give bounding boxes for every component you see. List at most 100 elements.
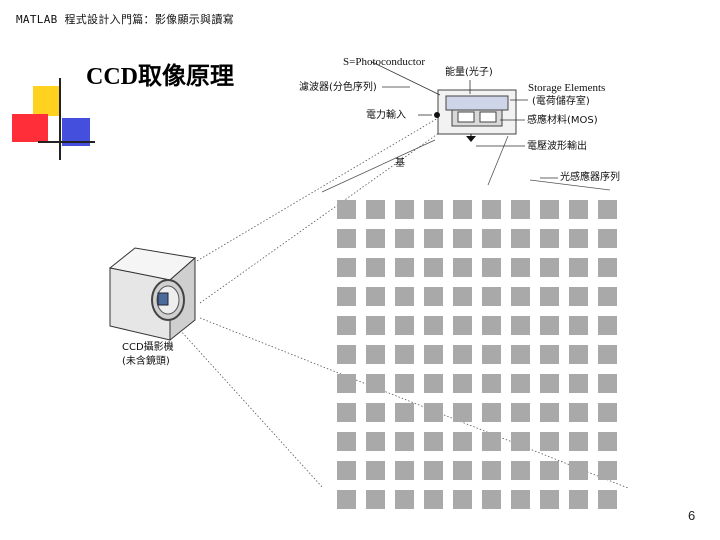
sensor-cell (337, 200, 356, 219)
sensor-cell (569, 229, 588, 248)
sensor-cell (424, 229, 443, 248)
camera-sensor (157, 292, 169, 306)
sensor-cell (337, 490, 356, 509)
sensor-cell (395, 461, 414, 480)
leader-lines (371, 61, 558, 179)
sensor-cell (337, 403, 356, 422)
sensor-cell (569, 461, 588, 480)
sensor-cell (395, 287, 414, 306)
sensor-cell (395, 316, 414, 335)
page-number: 6 (688, 508, 696, 523)
sensor-cell (453, 490, 472, 509)
sensor-cell (424, 258, 443, 277)
accent-yellow-block (33, 86, 61, 116)
sensor-cell (569, 258, 588, 277)
sensor-cell (453, 287, 472, 306)
sensor-cell (569, 432, 588, 451)
sensor-cell (366, 432, 385, 451)
sensor-cell (569, 287, 588, 306)
sensor-cell (453, 403, 472, 422)
sensor-cell (540, 229, 559, 248)
sensor-cell (598, 461, 617, 480)
sensor-cell (482, 200, 501, 219)
sensor-cell (511, 490, 530, 509)
sensor-cell (482, 345, 501, 364)
sensor-cell (540, 374, 559, 393)
sensor-cell (337, 316, 356, 335)
sensor-cell (540, 432, 559, 451)
sensor-cell (569, 200, 588, 219)
sensor-cell (482, 316, 501, 335)
sensor-cell (511, 403, 530, 422)
sensor-cell (424, 374, 443, 393)
sensor-cell (337, 374, 356, 393)
sensor-cell (598, 374, 617, 393)
sensor-cell (453, 461, 472, 480)
sensor-cell (453, 229, 472, 248)
sensor-cell (598, 200, 617, 219)
sensor-array-label: 光感應器序列 (560, 172, 620, 183)
sensor-cell (337, 229, 356, 248)
sensor-cell (482, 374, 501, 393)
sensor-cell (453, 258, 472, 277)
sensor-grid (337, 200, 617, 509)
sensor-cell (598, 229, 617, 248)
ccd-sensor-cell (437, 89, 517, 135)
sensor-cell (511, 432, 530, 451)
sensor-cell (598, 432, 617, 451)
sensor-cell (511, 258, 530, 277)
sensor-cell (540, 345, 559, 364)
sensor-cell (366, 229, 385, 248)
voltage-output-terminal (466, 136, 476, 142)
sensor-cell (540, 287, 559, 306)
slide-title: CCD取像原理 (86, 64, 234, 90)
sensor-cell (453, 316, 472, 335)
sensor-cell (511, 374, 530, 393)
sensor-cell (511, 287, 530, 306)
sensor-cell (598, 345, 617, 364)
sensor-cell (540, 316, 559, 335)
sensor-cell (569, 345, 588, 364)
sensor-cell (337, 258, 356, 277)
mos-label: 感應材料(MOS) (527, 115, 598, 126)
sensor-cell (569, 316, 588, 335)
sensor-cell (453, 374, 472, 393)
sensor-cell (395, 229, 414, 248)
sensor-cell (482, 287, 501, 306)
sensor-cell (366, 374, 385, 393)
sensor-cell (511, 316, 530, 335)
storage-elements-label: Storage Elements (528, 82, 606, 94)
sensor-cell (337, 432, 356, 451)
sensor-cell (511, 345, 530, 364)
sensor-cell (395, 490, 414, 509)
power-input-label: 電力輸入 (366, 110, 406, 121)
camera-sub-label: (未含鏡頭) (122, 356, 170, 367)
sensor-cell (540, 258, 559, 277)
sensor-cell (482, 258, 501, 277)
sensor-cell (598, 258, 617, 277)
sensor-cell (395, 258, 414, 277)
sensor-cell (424, 345, 443, 364)
sensor-cell (569, 403, 588, 422)
photoconductor-label: S=Photoconductor (343, 56, 425, 68)
sensor-cell (366, 287, 385, 306)
sensor-cell (337, 287, 356, 306)
power-input-dot (434, 112, 440, 118)
sensor-cell (598, 287, 617, 306)
sensor-cell (540, 490, 559, 509)
accent-red-block (12, 114, 48, 142)
sensor-cell (395, 345, 414, 364)
sensor-cell (366, 403, 385, 422)
sensor-cell (424, 490, 443, 509)
sensor-cell (453, 345, 472, 364)
sensor-cell (366, 345, 385, 364)
header-title: MATLAB 程式設計入門篇：影像顯示與讀寫 (16, 13, 234, 26)
sensor-cell (482, 403, 501, 422)
sensor-cell (453, 432, 472, 451)
sensor-cell (424, 403, 443, 422)
sensor-cell (482, 229, 501, 248)
sensor-cell (540, 461, 559, 480)
ccd-camera (108, 247, 197, 342)
